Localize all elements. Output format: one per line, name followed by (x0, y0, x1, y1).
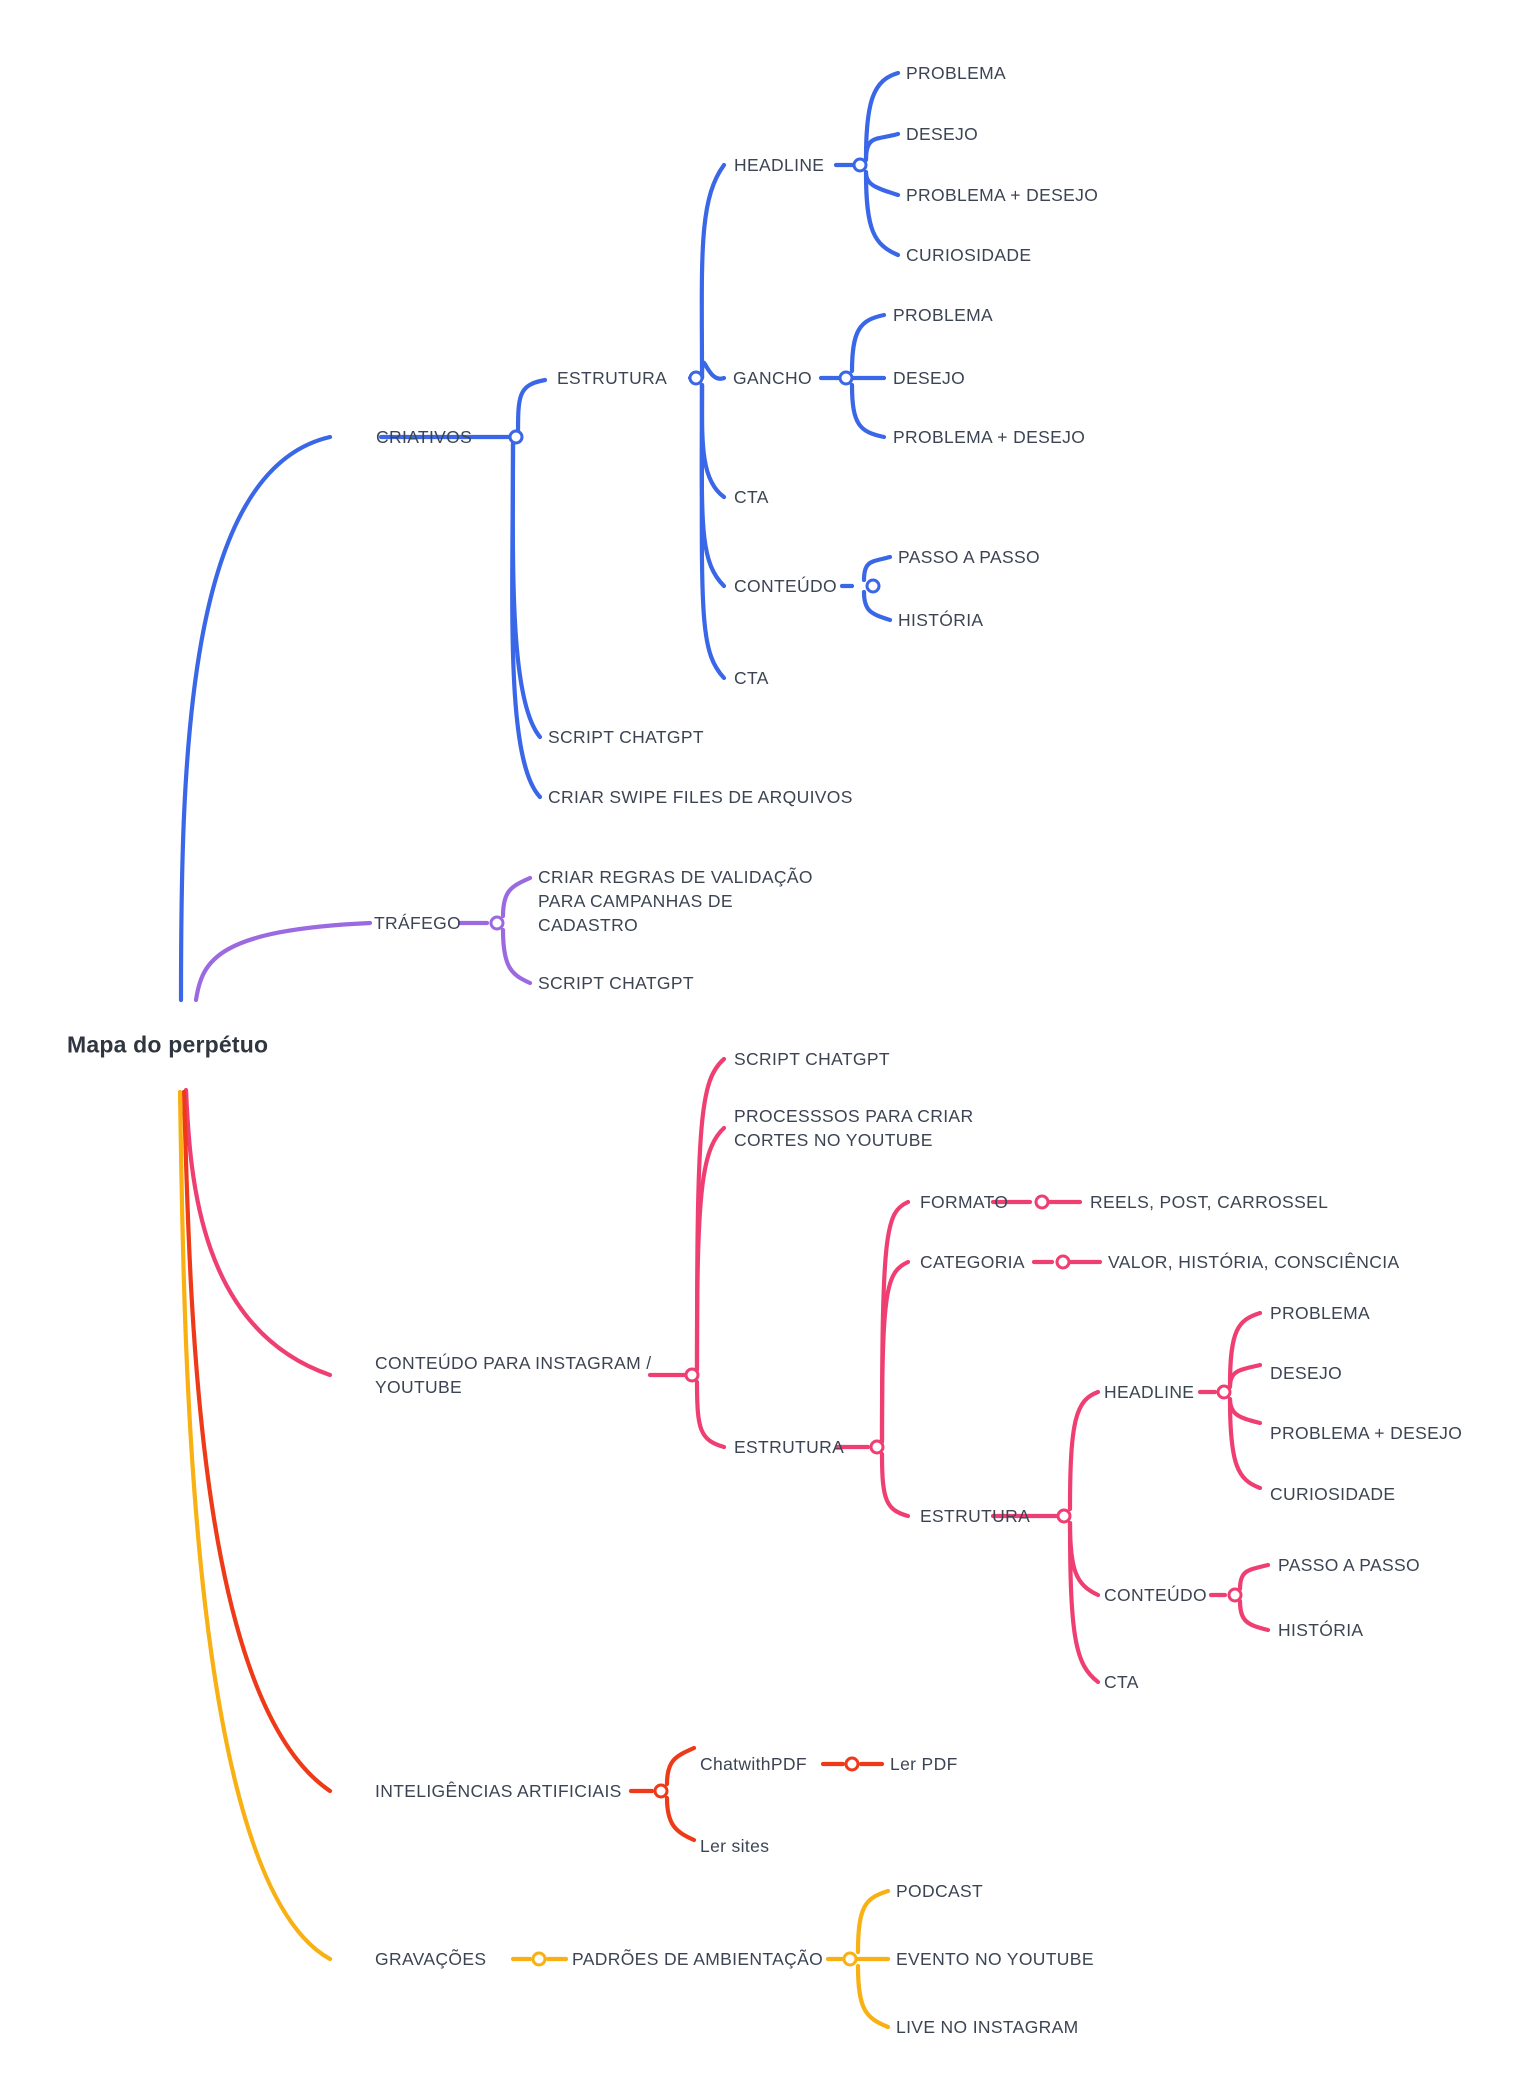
leaf-trafego-script-chatgpt[interactable]: SCRIPT CHATGPT (538, 973, 694, 993)
node-dot-conteudo-pink[interactable] (1227, 1587, 1243, 1603)
node-dot-formato[interactable] (1034, 1194, 1050, 1210)
leaf-chatwithpdf-ler-pdf[interactable]: Ler PDF (890, 1754, 958, 1774)
leaf-conteudo-pink-passo[interactable]: PASSO A PASSO (1278, 1555, 1421, 1575)
node-dot-padroes-ambientacao[interactable] (842, 1951, 858, 1967)
link-padroes-children (825, 1888, 891, 2030)
leaf-trafego-regras-validacao[interactable]: CRIAR REGRAS DE VALIDAÇÃO PARA CAMPANHAS… (538, 867, 813, 935)
node-dot-criativos[interactable] (508, 429, 524, 445)
leaf-headline-problema[interactable]: PROBLEMA (906, 63, 1007, 83)
leaf-pink-processsos-cortes[interactable]: PROCESSSOS PARA CRIAR CORTES NO YOUTUBE (734, 1106, 974, 1150)
link-root-conteudo (183, 1087, 333, 1378)
node-label-estrutura[interactable]: ESTRUTURA (557, 368, 668, 388)
node-dot-headline-pink[interactable] (1216, 1384, 1232, 1400)
node-label-categoria[interactable]: CATEGORIA (920, 1252, 1025, 1272)
node-label-trafego[interactable]: TRÁFEGO (374, 913, 462, 933)
leaf-padroes-live-instagram[interactable]: LIVE NO INSTAGRAM (896, 2017, 1079, 2037)
leaf-pink-script-chatgpt[interactable]: SCRIPT CHATGPT (734, 1049, 890, 1069)
node-dot-gravacoes[interactable] (531, 1951, 547, 1967)
link-root-criativos (178, 434, 333, 1003)
leaf-padroes-podcast[interactable]: PODCAST (896, 1881, 984, 1901)
leaf-gancho-problema[interactable]: PROBLEMA (893, 305, 994, 325)
node-label-headline-pink[interactable]: HEADLINE (1104, 1382, 1195, 1402)
link-trafego-children (457, 875, 533, 986)
leaf-conteudo-pink-historia[interactable]: HISTÓRIA (1278, 1620, 1364, 1640)
link-conteudo-ig-children (647, 1056, 727, 1450)
node-label-estrutura-deep[interactable]: ESTRUTURA (920, 1506, 1031, 1526)
leaf-headline-desejo[interactable]: DESEJO (906, 124, 979, 144)
leaf-estrutura-pink-cta[interactable]: CTA (1104, 1672, 1139, 1692)
node-label-gravacoes[interactable]: GRAVAÇÕES (375, 1949, 487, 1969)
node-label-conteudo-pink[interactable]: CONTEÚDO (1104, 1585, 1207, 1605)
node-label-chatwithpdf[interactable]: ChatwithPDF (700, 1754, 807, 1774)
leaf-ias-ler-sites[interactable]: Ler sites (700, 1836, 770, 1856)
link-estrutura-children (687, 162, 727, 681)
link-root-ias (181, 1089, 333, 1794)
root-title: Mapa do perpétuo (67, 1031, 269, 1058)
node-dot-estrutura-pink[interactable] (869, 1439, 885, 1455)
node-dot-categoria[interactable] (1055, 1254, 1071, 1270)
leaf-conteudo-historia[interactable]: HISTÓRIA (898, 610, 984, 630)
node-dot-headline[interactable] (852, 157, 868, 173)
leaf-criativos-script-chatgpt[interactable]: SCRIPT CHATGPT (548, 727, 704, 747)
leaf-headline-curiosidade[interactable]: CURIOSIDADE (906, 245, 1032, 265)
leaf-categoria-valor[interactable]: VALOR, HISTÓRIA, CONSCIÊNCIA (1108, 1252, 1400, 1272)
node-dot-conteudo[interactable] (865, 578, 881, 594)
node-dot-trafego[interactable] (489, 915, 505, 931)
link-root-gravacoes (177, 1089, 333, 1962)
node-dot-gancho[interactable] (838, 370, 854, 386)
node-dot-ias[interactable] (653, 1783, 669, 1799)
node-dot-chatwithpdf[interactable] (844, 1756, 860, 1772)
node-label-gancho[interactable]: GANCHO (733, 368, 812, 388)
node-label-padroes-ambientacao[interactable]: PADRÕES DE AMBIENTAÇÃO (572, 1949, 824, 1969)
node-dot-conteudo-ig-yt[interactable] (684, 1367, 700, 1383)
node-label-criativos[interactable]: CRIATIVOS (376, 427, 473, 447)
node-label-estrutura-pink[interactable]: ESTRUTURA (734, 1437, 845, 1457)
leaf-headline-pink-desejo[interactable]: DESEJO (1270, 1363, 1343, 1383)
leaf-estrutura-cta-2[interactable]: CTA (734, 668, 769, 688)
link-headline2-children (1197, 1310, 1263, 1491)
node-label-conteudo-ig-yt[interactable]: CONTEÚDO PARA INSTAGRAM / YOUTUBE (375, 1353, 652, 1397)
leaf-gancho-desejo[interactable]: DESEJO (893, 368, 966, 388)
node-dot-estrutura-deep[interactable] (1056, 1508, 1072, 1524)
node-label-formato[interactable]: FORMATO (920, 1192, 1009, 1212)
node-label-ias[interactable]: INTELIGÊNCIAS ARTIFICIAIS (375, 1781, 622, 1801)
link-estrutura3-children (990, 1389, 1101, 1685)
leaf-padroes-evento-youtube[interactable]: EVENTO NO YOUTUBE (896, 1949, 1094, 1969)
node-label-conteudo[interactable]: CONTEÚDO (734, 576, 837, 596)
leaf-formato-reels[interactable]: REELS, POST, CARROSSEL (1090, 1192, 1329, 1212)
leaf-headline-pink-curiosidade[interactable]: CURIOSIDADE (1270, 1484, 1396, 1504)
node-dot-estrutura[interactable] (688, 370, 704, 386)
leaf-estrutura-cta-1[interactable]: CTA (734, 487, 769, 507)
leaf-criativos-swipe-files[interactable]: CRIAR SWIPE FILES DE ARQUIVOS (548, 787, 853, 807)
leaf-headline-problema-desejo[interactable]: PROBLEMA + DESEJO (906, 185, 1099, 205)
leaf-gancho-problema-desejo[interactable]: PROBLEMA + DESEJO (893, 427, 1086, 447)
link-root-trafego (193, 920, 373, 1003)
leaf-conteudo-passo[interactable]: PASSO A PASSO (898, 547, 1041, 567)
leaf-headline-pink-problema-desejo[interactable]: PROBLEMA + DESEJO (1270, 1423, 1463, 1443)
node-label-headline[interactable]: HEADLINE (734, 155, 825, 175)
link-estrutura2-children (834, 1199, 911, 1519)
leaf-headline-pink-problema[interactable]: PROBLEMA (1270, 1303, 1371, 1323)
